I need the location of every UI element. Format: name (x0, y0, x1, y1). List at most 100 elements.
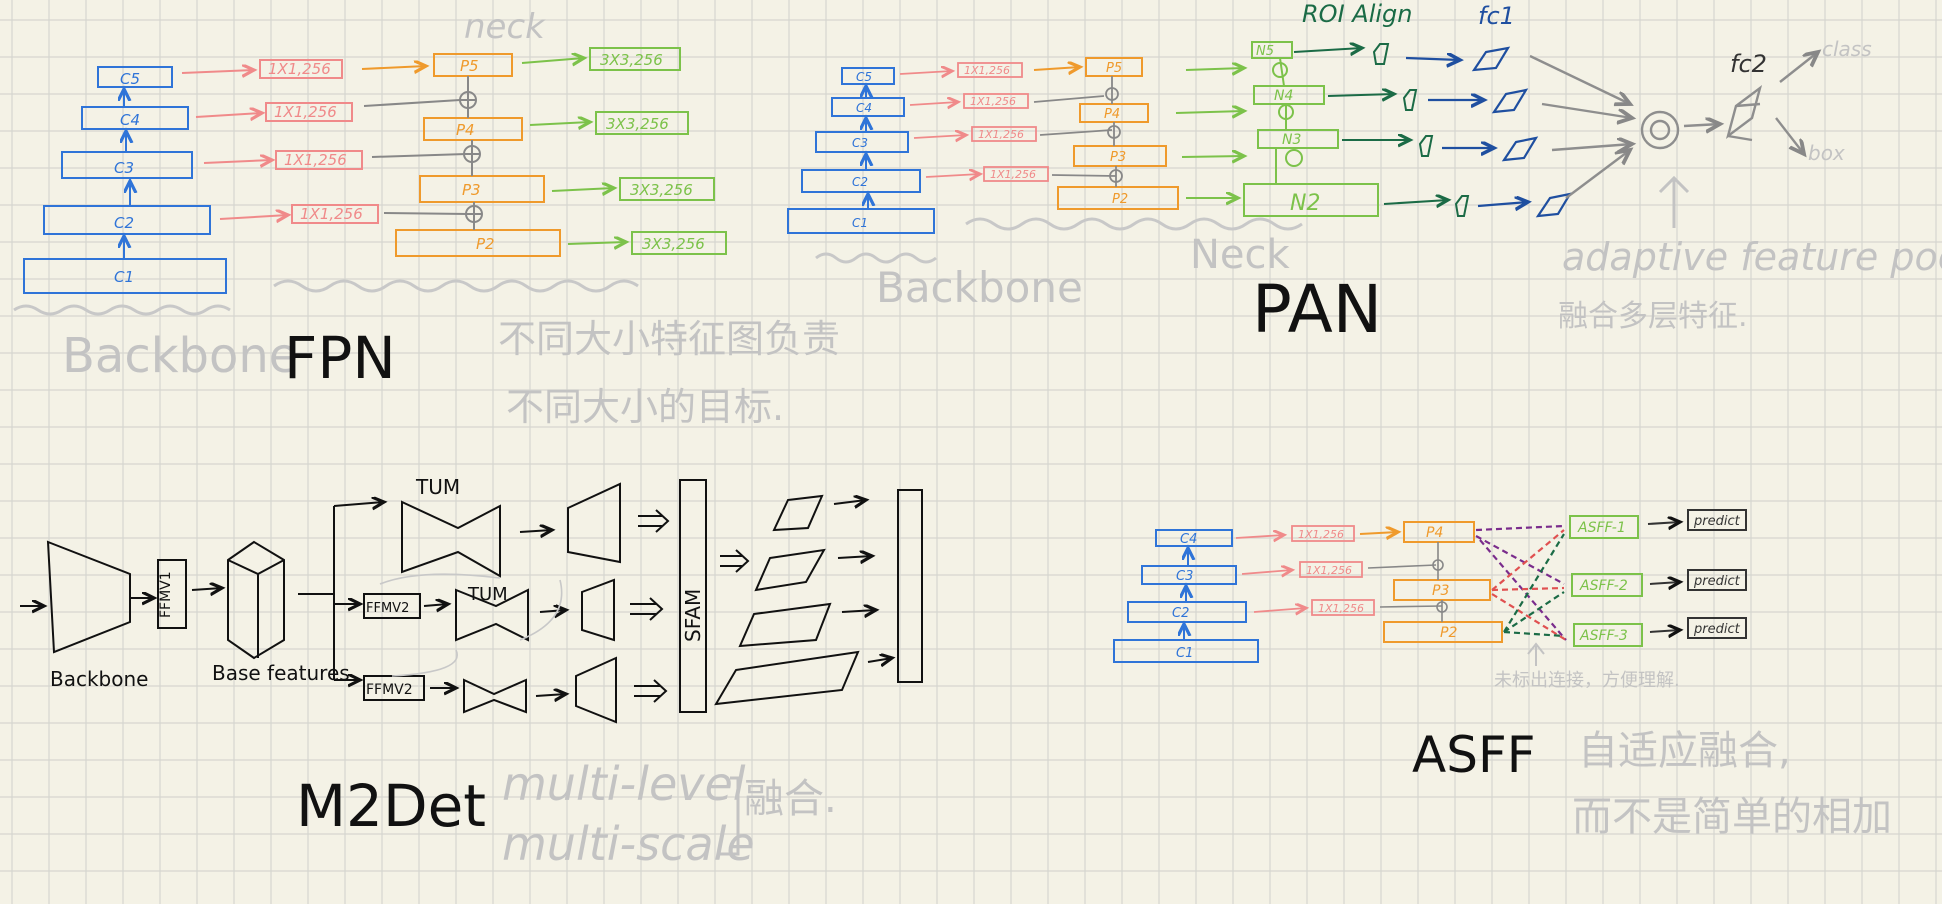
m2det-base-label: Base features (212, 661, 350, 685)
m2det-backbone-label: Backbone (50, 667, 148, 691)
pan-lateral-label-4: 1X1,256 (990, 168, 1036, 181)
pan-pyramid (1033, 57, 1179, 210)
fpn-backbone-labels: C5 C4 C3 C2 C1 (114, 70, 140, 286)
asff-module-label-2: ASFF-2 (1579, 578, 1628, 594)
m2det-light-links (379, 573, 563, 677)
fpn-backbone-label: Backbone (62, 328, 298, 384)
asff-predict-label-1: predict (1693, 514, 1741, 529)
pan-c1-label: C1 (852, 216, 868, 230)
asff-p3-label: P3 (1432, 583, 1449, 599)
asff-p2-label: P2 (1440, 625, 1457, 641)
asff-note-line1: 自适应融合, (1578, 728, 1791, 774)
asff-lateral (1235, 525, 1375, 616)
fpn-out-label-4: 3X3,256 (642, 235, 705, 253)
asff-arrow-note: 未标出连接，方便理解. (1494, 670, 1680, 691)
fpn-lateral-labels: 1X1,256 1X1,256 1X1,256 1X1,256 (268, 60, 363, 223)
asff-predict-labels: predict predict predict (1693, 514, 1741, 637)
pan-lateral-label-2: 1X1,256 (970, 95, 1016, 108)
asff-backbone-labels: C4 C3 C2 C1 (1172, 532, 1197, 661)
pan-lateral-label-1: 1X1,256 (964, 64, 1010, 77)
fpn-pyramid-labels: P5 P4 P3 P2 (456, 57, 495, 253)
pan-title: PAN (1252, 271, 1382, 348)
pan-neck-label: Neck (1190, 232, 1291, 278)
asff-fusion-links (1475, 524, 1567, 641)
asff-note-line2: 而不是简单的相加 (1572, 794, 1892, 840)
pan-roi-features (1293, 44, 1470, 217)
fpn-title: FPN (284, 324, 396, 392)
pan-p5-label: P5 (1106, 61, 1122, 76)
m2det-note-cn: 融合. (744, 776, 837, 822)
pan-pool-note-cn: 融合多层特征. (1558, 299, 1748, 334)
asff-module-label-3: ASFF-3 (1579, 628, 1628, 644)
pan-bottom-up (1175, 41, 1379, 217)
asff-backbone (1113, 529, 1259, 663)
pan-n3-label: N3 (1282, 132, 1301, 148)
fpn-note-line2: 不同大小的目标. (506, 385, 784, 429)
pan-n4-label: N4 (1274, 88, 1293, 104)
fpn-p2-label: P2 (476, 235, 495, 253)
pan-lateral-labels: 1X1,256 1X1,256 1X1,256 1X1,256 (964, 64, 1036, 181)
pan-fc1-label: fc1 (1478, 2, 1515, 30)
pan-pool-arrow-head (1658, 175, 1690, 194)
asff-c1-label: C1 (1176, 646, 1193, 661)
fpn-backbone-brace (13, 304, 231, 316)
asff-c4-label: C4 (1180, 532, 1197, 547)
asff-predict-label-2: predict (1693, 574, 1741, 589)
asff-module-label-1: ASFF-1 (1577, 520, 1626, 536)
pan-lateral (899, 62, 1049, 182)
fpn-neck-brace (273, 279, 639, 293)
fpn-diagram: C5 C4 C3 C2 C1 1X1,256 1X1,256 1X1,256 1… (13, 7, 840, 429)
asff-title: ASFF (1412, 726, 1535, 784)
pan-fusion (1529, 52, 1818, 199)
pan-class-label: class (1822, 37, 1872, 61)
pan-p2-label: P2 (1112, 192, 1128, 207)
fpn-note-line1: 不同大小特征图负责 (498, 317, 840, 361)
pan-topdown (1033, 76, 1123, 187)
asff-diagram: C4 C3 C2 C1 1X1,256 1X1,256 1X1,256 (1113, 509, 1892, 840)
fpn-backbone (23, 66, 227, 294)
fpn-p4-label: P4 (456, 121, 475, 139)
asff-note-arrow (1527, 642, 1545, 666)
fpn-out-label-2: 3X3,256 (606, 115, 669, 133)
m2det-note-brace (720, 776, 740, 856)
m2det-note-line1: multi-level (502, 757, 746, 811)
pan-pool-note: adaptive feature pooling (1562, 235, 1942, 279)
fpn-output-labels: 3X3,256 3X3,256 3X3,256 3X3,256 (600, 51, 705, 253)
asff-lateral-label-1: 1X1,256 (1298, 528, 1344, 541)
asff-module-labels: ASFF-1 ASFF-2 ASFF-3 (1577, 520, 1628, 644)
fpn-pyramid (361, 53, 561, 257)
pan-lateral-label-3: 1X1,256 (978, 128, 1024, 141)
asff-pyramid (1359, 521, 1503, 643)
m2det-ffmv1-label: FFMV1 (158, 571, 174, 618)
asff-c2-label: C2 (1172, 606, 1189, 621)
fpn-p5-label: P5 (460, 57, 479, 75)
asff-p4-label: P4 (1426, 525, 1443, 541)
pan-roi-label: ROI Align (1302, 0, 1412, 28)
pan-pyramid-labels: P5 P4 P3 P2 (1104, 61, 1128, 207)
m2det-tum-label-1: TUM (415, 475, 460, 499)
m2det-tum-label-2: TUM (467, 584, 508, 605)
pan-box-label: box (1808, 141, 1845, 165)
pan-p4-label: P4 (1104, 107, 1120, 122)
asff-modules (1569, 515, 1643, 647)
pan-c4-label: C4 (856, 101, 872, 115)
fpn-out-label-1: 3X3,256 (600, 51, 663, 69)
fpn-lateral-label-4: 1X1,256 (300, 205, 363, 223)
asff-lateral-label-2: 1X1,256 (1306, 564, 1352, 577)
asff-predict (1647, 509, 1747, 639)
pan-c3-label: C3 (852, 136, 868, 150)
fpn-outputs (521, 47, 727, 255)
fpn-c4-label: C4 (120, 111, 140, 129)
pan-c5-label: C5 (856, 70, 872, 84)
pan-backbone (787, 67, 935, 234)
fpn-c3-label: C3 (114, 159, 134, 177)
pan-n2-label: N2 (1290, 191, 1320, 216)
fpn-topdown (363, 76, 483, 230)
pan-fc1 (1405, 46, 1573, 218)
m2det-ffmv2-label-1: FFMV2 (366, 601, 409, 616)
fpn-lateral (181, 59, 379, 224)
asff-topdown (1367, 542, 1448, 622)
asff-c3-label: C3 (1176, 569, 1193, 584)
